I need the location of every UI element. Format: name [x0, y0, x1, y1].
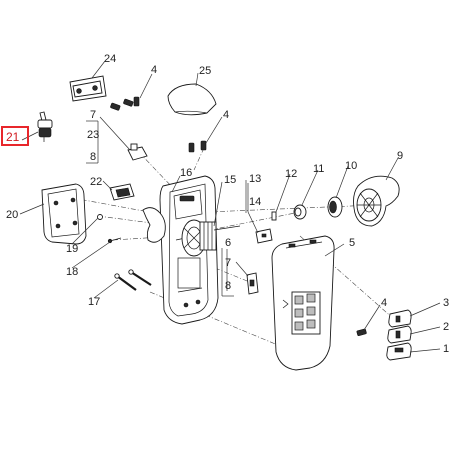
callout-25: 25	[199, 65, 211, 77]
part-4-screw-right	[356, 328, 367, 337]
part-11-bushing	[293, 204, 307, 220]
callout-17: 17	[88, 296, 100, 308]
part-5-front-cover	[271, 235, 335, 371]
callout-14: 14	[249, 196, 261, 208]
part-1-button	[386, 342, 412, 361]
part-9-fan-wheel	[353, 175, 400, 227]
highlight-box-part-21	[1, 126, 29, 146]
part-19-nut	[97, 214, 103, 220]
part-10-bearing	[327, 196, 343, 218]
callout-18: 18	[66, 266, 78, 278]
part-2-button	[387, 325, 412, 344]
callout-6: 6	[225, 237, 231, 249]
part-15-shaft	[213, 225, 241, 231]
part-6-latch	[246, 272, 259, 295]
callout-23: 23	[87, 129, 99, 141]
callout-24: 24	[104, 53, 116, 65]
callout-7-bottom: 7	[225, 257, 231, 269]
callout-labels: 24 4 25 4 7 23 8 21 22 20 19 18 17 16 15…	[6, 53, 449, 355]
callout-4-mid: 4	[223, 109, 229, 121]
callout-8-top: 8	[90, 151, 96, 163]
callout-15: 15	[224, 174, 236, 186]
callout-16: 16	[180, 167, 192, 179]
part-21-switch	[37, 111, 53, 142]
leader-lines	[19, 60, 441, 353]
callout-22: 22	[90, 176, 102, 188]
callout-7-top: 7	[90, 109, 96, 121]
part-24-cover-plate	[69, 75, 107, 102]
part-3-button	[388, 309, 412, 328]
callout-3: 3	[443, 297, 449, 309]
callout-1: 1	[443, 343, 449, 355]
part-18-screw	[107, 237, 122, 244]
part-22-block	[109, 183, 135, 201]
part-20-side-panel	[41, 183, 87, 245]
callout-10: 10	[345, 160, 357, 172]
callout-19: 19	[66, 243, 78, 255]
callout-4-top: 4	[151, 64, 157, 76]
part-14-bracket	[255, 228, 273, 244]
callout-21: 21	[6, 130, 20, 144]
motor-fan-assembly	[142, 207, 217, 257]
callout-13: 13	[249, 173, 261, 185]
callout-2: 2	[443, 321, 449, 333]
callout-9: 9	[397, 150, 403, 162]
callout-4-right: 4	[381, 297, 387, 309]
part-4-screws-top	[110, 96, 207, 153]
part-25-top-cap	[167, 83, 217, 116]
callout-20: 20	[6, 209, 18, 221]
callout-12: 12	[285, 168, 297, 180]
callout-8-bottom: 8	[225, 280, 231, 292]
part-7-clip	[127, 143, 148, 161]
part-12-pin	[271, 211, 277, 221]
part-17-long-screws	[114, 269, 152, 291]
callout-11: 11	[313, 163, 324, 175]
callout-5: 5	[349, 237, 355, 249]
callout-brackets	[86, 120, 247, 297]
